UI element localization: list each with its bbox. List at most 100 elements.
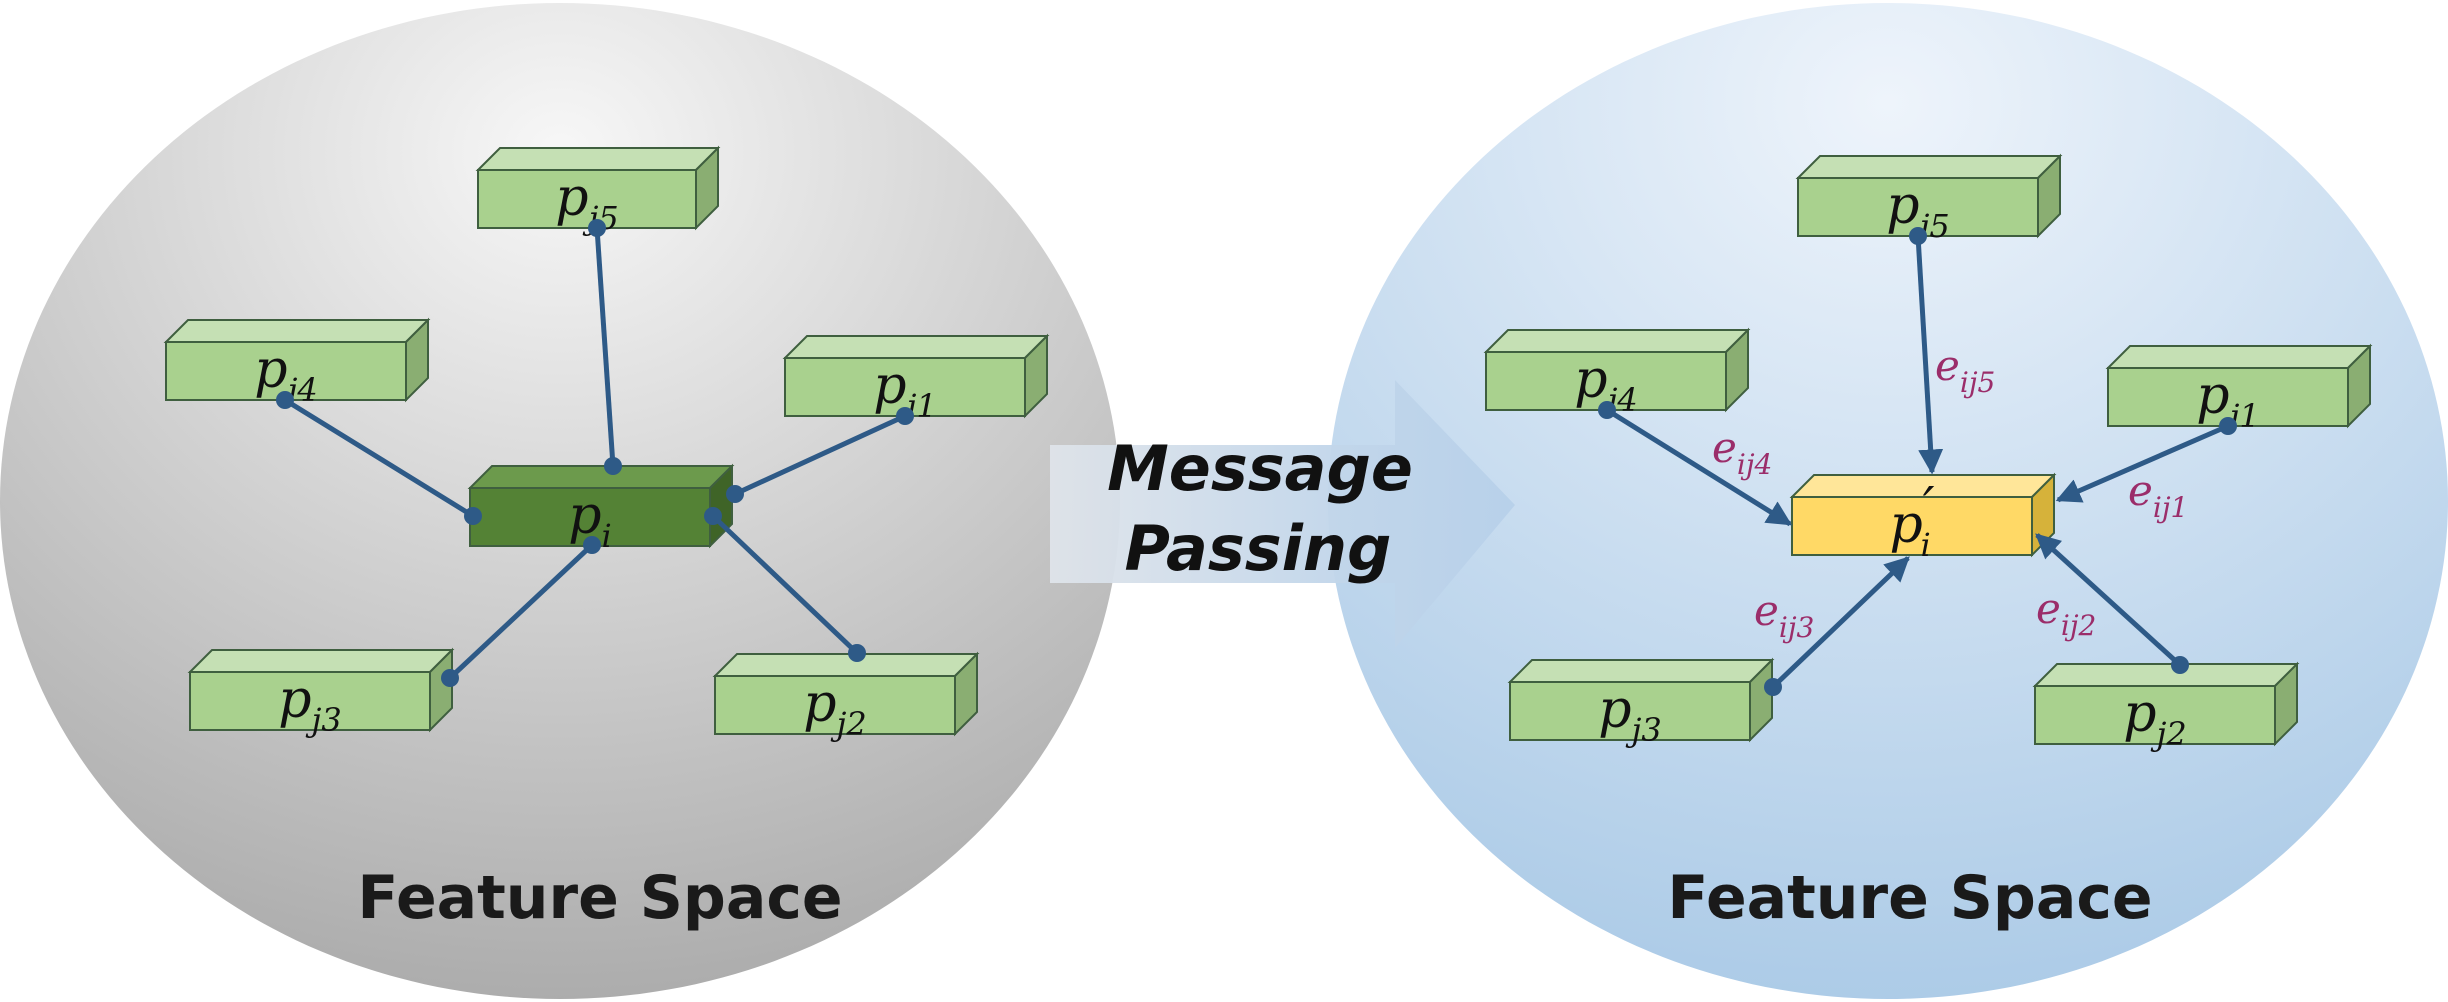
right-node-j4 — [1483, 327, 1751, 413]
right-node-j2-front — [2034, 685, 2276, 745]
right-node-j2-label: pj2 — [2123, 684, 2187, 753]
left-node-j2-label-base: p — [803, 674, 836, 734]
right-edge-j1-start-dot — [2219, 417, 2237, 435]
left-node-j4-label: pj4 — [254, 340, 318, 409]
left-node-j3-label-base: p — [278, 670, 311, 730]
left-center-label: pi — [568, 486, 612, 555]
right-node-j5-top — [1795, 155, 2063, 179]
left-node-j2 — [712, 651, 980, 737]
right-node-j5-label-base: p — [1886, 176, 1919, 236]
right-edge-j4-label: eij4 — [1712, 423, 1772, 481]
right-node-j5-front — [1797, 177, 2039, 237]
edge-label-sub: ij2 — [2061, 609, 2096, 642]
right-center-node — [1789, 472, 2057, 558]
right-center-label-base: p — [1889, 495, 1922, 555]
left-node-j4-label-base: p — [254, 340, 287, 400]
right-edge-j4 — [1605, 407, 1793, 527]
left-edge-j1-start-dot — [896, 407, 914, 425]
right-edge-j2-label: eij2 — [2036, 584, 2096, 642]
right-edge-j5-label: eij5 — [1935, 341, 1995, 399]
left-node-j3-top — [187, 649, 455, 673]
edge-label-base: e — [1712, 423, 1737, 472]
right-node-j1-front — [2107, 367, 2349, 427]
left-edge-j3-end-dot — [583, 536, 601, 554]
right-node-j2-label-base: p — [2123, 684, 2156, 744]
right-node-j2-label-sub: j2 — [2151, 715, 2187, 753]
left-node-j5 — [475, 145, 721, 231]
left-node-j1-label: pj1 — [873, 356, 937, 425]
message-passing-arrow: Message Passing — [1050, 380, 1515, 648]
right-node-j4-top — [1483, 329, 1751, 353]
right-node-j1-top — [2105, 345, 2373, 369]
left-node-j1-front — [784, 357, 1026, 417]
left-node-j1-label-base: p — [873, 356, 906, 416]
right-edge-j1 — [2055, 423, 2229, 503]
right-edge-j1-label: eij1 — [2128, 466, 2188, 524]
edge-label-base: e — [2036, 584, 2061, 633]
right-node-j2 — [2032, 661, 2300, 747]
right-center-label-prime: ′ — [1923, 477, 1935, 537]
right-node-j1 — [2105, 343, 2373, 429]
edge-label-base: e — [2128, 466, 2153, 515]
left-edge-j2-end-dot — [704, 507, 722, 525]
left-edge-j1 — [733, 413, 907, 497]
left-panel-label: Feature Space — [357, 863, 842, 933]
edge-label-sub: ij1 — [2153, 491, 2188, 524]
left-node-j3-label-sub: j3 — [306, 701, 342, 739]
left-node-j1-top — [782, 335, 1050, 359]
edge-label-sub: ij3 — [1779, 611, 1814, 644]
right-center-label-sub: i — [1921, 526, 1931, 564]
left-center-node-top — [467, 465, 735, 489]
right-panel-label: Feature Space — [1667, 863, 2152, 933]
right-node-j3-label-sub: j3 — [1626, 711, 1662, 749]
left-node-j2-top — [712, 653, 980, 677]
right-node-j3-top — [1507, 659, 1775, 683]
left-center-label-sub: i — [602, 517, 612, 555]
right-node-j3 — [1507, 657, 1775, 743]
right-node-j3-label: pj3 — [1598, 680, 1662, 749]
left-node-j4-top — [163, 319, 431, 343]
left-edge-j3 — [448, 543, 594, 680]
left-edge-j1-end-dot — [726, 485, 744, 503]
left-node-j5-label-base: p — [555, 168, 588, 228]
left-edge-j2 — [711, 514, 859, 655]
right-edge-j5-start-dot — [1909, 227, 1927, 245]
left-center-label-base: p — [568, 486, 601, 546]
left-node-j5-front — [477, 169, 697, 229]
left-node-j2-label: pj2 — [803, 674, 867, 743]
edge-label-sub: ij5 — [1960, 366, 1995, 399]
left-node-j1 — [782, 333, 1050, 419]
left-node-j2-label-sub: j2 — [831, 705, 867, 743]
right-edge-j4-start-dot — [1598, 401, 1616, 419]
left-edge-j4-start-dot — [276, 391, 294, 409]
right-edge-j3-label: eij3 — [1754, 586, 1814, 644]
left-edge-j4-end-dot — [464, 507, 482, 525]
left-node-j3 — [187, 647, 455, 733]
right-center-node-front — [1791, 496, 2033, 556]
left-edge-j4 — [283, 397, 475, 519]
right-node-j4-label-base: p — [1574, 350, 1607, 410]
left-edge-j5-end-dot — [604, 457, 622, 475]
right-node-j4-front — [1485, 351, 1727, 411]
left-node-j5-top — [475, 147, 721, 171]
left-edge-j2-start-dot — [848, 644, 866, 662]
arrow-label-line1: Message — [1107, 432, 1413, 505]
arrow-shape — [1050, 380, 1515, 648]
right-node-j3-front — [1509, 681, 1751, 741]
right-edge-j5 — [1915, 235, 1944, 475]
left-edge-j5 — [594, 227, 616, 467]
edge-label-base: e — [1935, 341, 1960, 390]
arrow-label-line2: Passing — [1125, 512, 1392, 585]
edge-label-base: e — [1754, 586, 1779, 635]
left-node-j4 — [163, 317, 431, 403]
right-edge-j2-start-dot — [2171, 656, 2189, 674]
right-node-j2-top — [2032, 663, 2300, 687]
right-node-j1-label-base: p — [2196, 366, 2229, 426]
left-node-j4-front — [165, 341, 407, 401]
left-edge-j5-start-dot — [588, 219, 606, 237]
right-edge-j2 — [2035, 533, 2182, 667]
edge-label-sub: ij4 — [1737, 448, 1772, 481]
right-edge-j3-start-dot — [1764, 678, 1782, 696]
